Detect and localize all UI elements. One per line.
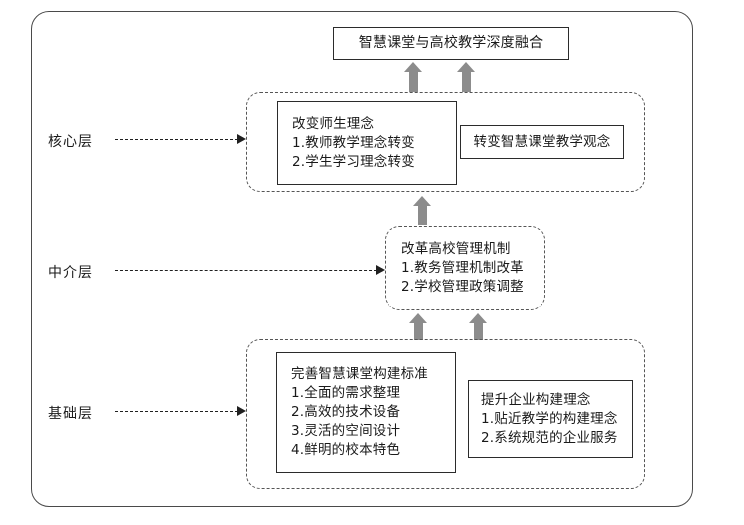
middle-box-item-1: 1.教务管理机制改革 — [401, 259, 524, 276]
base-box-b-item-2: 2.系统规范的企业服务 — [481, 429, 618, 446]
flow-arrow-core-to-title-right — [452, 62, 480, 92]
middle-box-item-2: 2.学校管理政策调整 — [401, 278, 524, 295]
base-box-b-heading: 提升企业构建理念 — [481, 391, 591, 408]
middle-layer-box-reform-management: 改革高校管理机制 1.教务管理机制改革 2.学校管理政策调整 — [389, 230, 541, 306]
core-layer-box-teaching-concept: 转变智慧课堂教学观念 — [460, 125, 624, 159]
connector-arrow-base — [115, 406, 246, 416]
layer-label-core: 核心层 — [48, 134, 93, 150]
base-layer-box-enterprise-concept: 提升企业构建理念 1.贴近教学的构建理念 2.系统规范的企业服务 — [468, 380, 633, 458]
base-box-a-item-4: 4.鲜明的校本特色 — [291, 442, 401, 458]
title-box: 智慧课堂与高校教学深度融合 — [333, 27, 569, 60]
layer-label-base: 基础层 — [48, 406, 93, 422]
connector-arrow-middle — [115, 265, 385, 275]
core-box-a-item-1: 1.教师教学理念转变 — [292, 134, 415, 151]
base-box-a-item-1: 1.全面的需求整理 — [291, 385, 401, 401]
base-box-a-item-2: 2.高效的技术设备 — [291, 404, 401, 420]
base-layer-group — [246, 339, 645, 489]
connector-arrow-core — [115, 134, 246, 144]
core-box-b-heading: 转变智慧课堂教学观念 — [473, 133, 611, 150]
core-box-a-item-2: 2.学生学习理念转变 — [292, 153, 415, 170]
flow-arrow-base-to-middle-left — [404, 313, 432, 340]
flow-arrow-middle-to-core — [408, 196, 436, 225]
middle-box-heading: 改革高校管理机制 — [401, 240, 511, 257]
base-layer-box-construction-standards: 完善智慧课堂构建标准 1.全面的需求整理 2.高效的技术设备 3.灵活的空间设计… — [276, 352, 456, 473]
layer-label-middle: 中介层 — [48, 265, 93, 281]
flow-arrow-base-to-middle-right — [464, 313, 492, 340]
base-box-b-item-1: 1.贴近教学的构建理念 — [481, 410, 618, 427]
base-box-a-heading: 完善智慧课堂构建标准 — [291, 366, 428, 382]
title-box-text: 智慧课堂与高校教学深度融合 — [358, 35, 544, 51]
core-layer-box-change-concepts: 改变师生理念 1.教师教学理念转变 2.学生学习理念转变 — [277, 101, 457, 185]
core-layer-group — [246, 92, 645, 192]
diagram-outer-frame — [31, 11, 693, 507]
flow-arrow-core-to-title-left — [399, 62, 427, 92]
core-box-a-heading: 改变师生理念 — [292, 115, 375, 132]
base-box-a-item-3: 3.灵活的空间设计 — [291, 423, 401, 439]
middle-layer-group — [385, 226, 545, 310]
